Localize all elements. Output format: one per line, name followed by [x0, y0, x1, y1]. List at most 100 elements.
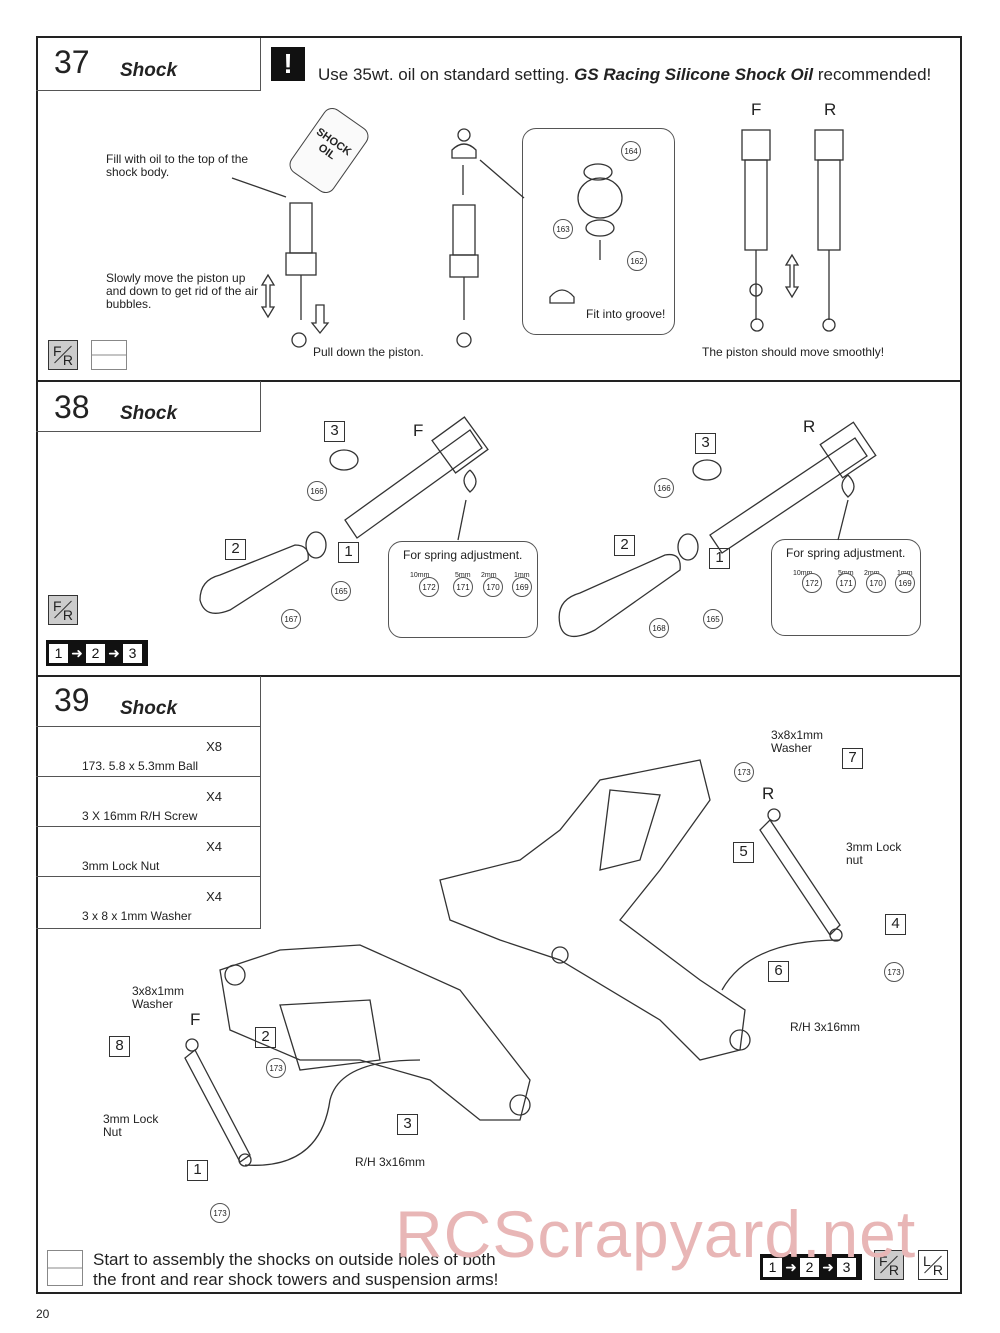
front-shock-illustration	[184, 1038, 252, 1167]
part-qty: X4	[206, 789, 222, 804]
finished-shocks-illustration	[741, 129, 844, 332]
part-qty: X8	[206, 739, 222, 754]
part-name: 173. 5.8 x 5.3mm Ball	[82, 759, 199, 773]
clip-callout: 171	[836, 573, 856, 593]
part-callout: 166	[654, 478, 674, 498]
locknut-label-rear: 3mm Lock nut	[846, 840, 902, 867]
assembly-sequence: 1➜ 2➜ 3	[760, 1254, 862, 1280]
step-37-header: 37 Shock	[36, 38, 261, 91]
rear-shock-illustration	[759, 808, 843, 942]
cap-detail-illustration	[549, 163, 623, 304]
parts-list-row: X4 3 x 8 x 1mm Washer	[36, 877, 261, 929]
step-38-header: 38 Shock	[36, 381, 261, 432]
bottom-note: the front and rear shock towers and susp…	[93, 1270, 499, 1289]
step-box: 3	[324, 421, 345, 442]
size-label: 2mm	[481, 572, 497, 579]
step-box: 2	[614, 535, 635, 556]
spring-adjust-panel: For spring adjustment. 10mm 5mm 2mm 1mm …	[771, 539, 921, 636]
shock-cap-illustration	[449, 128, 525, 348]
fit-instruction: Fit into groove!	[586, 307, 666, 321]
smooth-instruction: The piston should move smoothly!	[702, 345, 885, 359]
part-callout: 164	[621, 141, 641, 161]
step-box: 2	[225, 539, 246, 560]
bubbles-instruction: Slowly move the piston up and down to ge…	[106, 271, 259, 311]
page-frame	[36, 36, 962, 1294]
step-number: 39	[54, 682, 90, 718]
bottom-note: Start to assembly the shocks on outside …	[93, 1250, 496, 1269]
spring-adjust-panel: For spring adjustment. 10mm 5mm 2mm 1mm …	[388, 541, 538, 638]
rear-shock-explode	[558, 421, 877, 637]
clip-callout: 171	[453, 577, 473, 597]
washer-label-front: 3x8x1mm Washer	[132, 984, 185, 1011]
part-callout: 163	[553, 219, 573, 239]
part-callout: 173	[884, 962, 904, 982]
washer-label-rear: 3x8x1mm Washer	[771, 728, 824, 755]
clip-callout: 172	[802, 573, 822, 593]
front-label: F	[190, 1010, 201, 1029]
step-box: 4	[885, 914, 906, 935]
part-callout: 165	[703, 609, 723, 629]
rear-label: R	[824, 100, 837, 119]
size-label: 1mm	[514, 572, 530, 579]
detail-panel	[522, 128, 675, 335]
parts-list-row: X4 3 X 16mm R/H Screw	[36, 777, 261, 827]
part-name: 3 x 8 x 1mm Washer	[82, 909, 192, 923]
front-label: F	[413, 421, 424, 440]
rear-chassis-illustration	[439, 759, 751, 1061]
warning-icon: !	[271, 47, 305, 81]
step-title: Shock	[120, 60, 178, 81]
oil-note: Use 35wt. oil on standard setting. GS Ra…	[318, 65, 932, 84]
clip-callout: 169	[895, 573, 915, 593]
step-title: Shock	[120, 403, 178, 424]
step-box: 7	[842, 748, 863, 769]
step-box: 3	[695, 433, 716, 454]
front-shock-explode	[199, 416, 489, 614]
part-qty: X4	[206, 889, 222, 904]
step-box: 1	[187, 1160, 208, 1181]
screw-label-front: R/H 3x16mm	[355, 1155, 426, 1169]
front-label: F	[751, 100, 762, 119]
front-chassis-illustration	[219, 944, 531, 1121]
section-divider	[36, 675, 962, 677]
spring-adjust-title: For spring adjustment.	[786, 546, 906, 560]
rear-label: R	[803, 417, 816, 436]
page-number: 20	[36, 1307, 50, 1321]
fill-instruction: Fill with oil to the top of the shock bo…	[106, 152, 249, 179]
part-callout: 166	[307, 481, 327, 501]
part-name: 3mm Lock Nut	[82, 859, 160, 873]
step-39-header: 39 Shock	[36, 676, 261, 727]
clip-callout: 169	[512, 577, 532, 597]
step-box: 1	[338, 542, 359, 563]
size-label: 5mm	[455, 572, 471, 579]
part-callout: 162	[627, 251, 647, 271]
step-number: 38	[54, 389, 90, 425]
parts-list-row: X4 3mm Lock Nut	[36, 827, 261, 877]
shock-body-illustration	[231, 177, 330, 348]
watermark: RCScrapyard.net	[395, 1197, 917, 1271]
part-qty: X4	[206, 839, 222, 854]
assembly-sequence: 1➜ 2➜ 3	[46, 640, 148, 666]
part-callout: 165	[331, 581, 351, 601]
clip-callout: 170	[866, 573, 886, 593]
clip-callout: 172	[419, 577, 439, 597]
spring-adjust-title: For spring adjustment.	[403, 548, 523, 562]
part-callout: 167	[281, 609, 301, 629]
section-divider	[36, 380, 962, 382]
size-label: 10mm	[793, 570, 813, 577]
clip-callout: 170	[483, 577, 503, 597]
size-label: 10mm	[410, 572, 430, 579]
parts-list-row: X8 173. 5.8 x 5.3mm Ball	[36, 727, 261, 777]
part-callout: 173	[210, 1203, 230, 1223]
blank-check-box	[91, 340, 127, 370]
part-callout: 173	[266, 1058, 286, 1078]
part-callout: 173	[734, 762, 754, 782]
part-name: 3 X 16mm R/H Screw	[82, 809, 198, 823]
locknut-label-front: 3mm Lock Nut	[103, 1112, 159, 1139]
step-box: 8	[109, 1036, 130, 1057]
step-title: Shock	[120, 698, 178, 719]
